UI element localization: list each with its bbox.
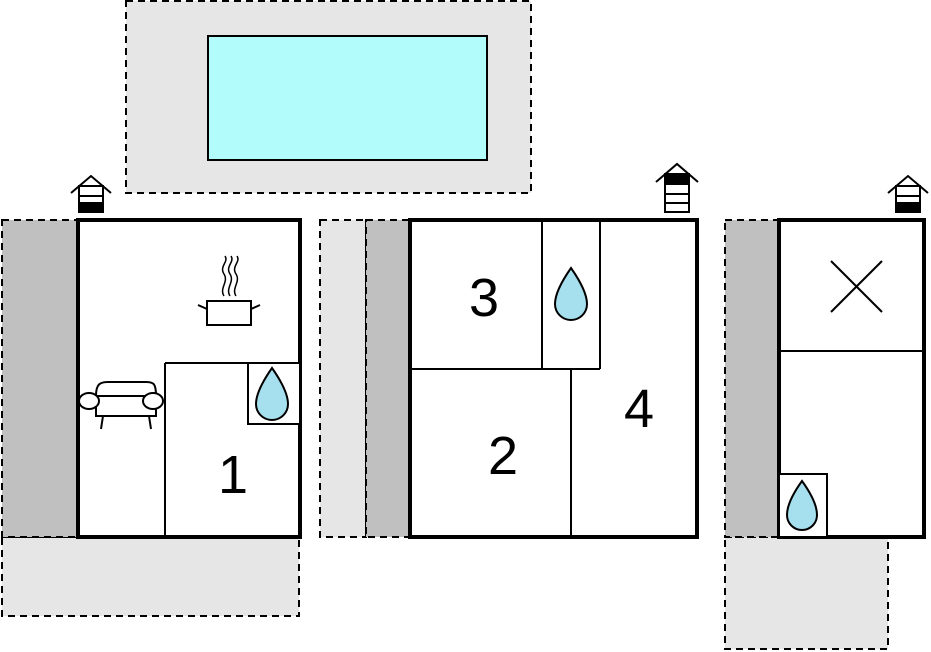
cooking-pot-icon: [197, 255, 261, 326]
terrace-middle-strip: [319, 219, 367, 538]
cross-icon: [830, 260, 883, 313]
covered-terrace-middle: [365, 219, 411, 538]
sofa-icon: [78, 381, 164, 430]
room-number-1: 1: [218, 445, 248, 505]
water-drop-icon: [254, 366, 290, 421]
building-middle: [408, 218, 699, 539]
water-drop-icon: [785, 479, 819, 531]
house-entrance-icon: [655, 162, 699, 213]
house-entrance-icon: [887, 174, 929, 213]
covered-terrace-right: [724, 219, 780, 538]
room-number-2: 2: [488, 426, 518, 486]
house-entrance-icon: [70, 174, 112, 213]
water-drop-icon: [553, 266, 589, 321]
room-number-3: 3: [469, 268, 499, 328]
covered-terrace-left: [1, 219, 79, 538]
terrace-right-bottom: [724, 536, 889, 650]
room-number-4: 4: [624, 379, 654, 439]
swimming-pool: [207, 35, 488, 161]
terrace-left-bottom: [1, 536, 300, 617]
